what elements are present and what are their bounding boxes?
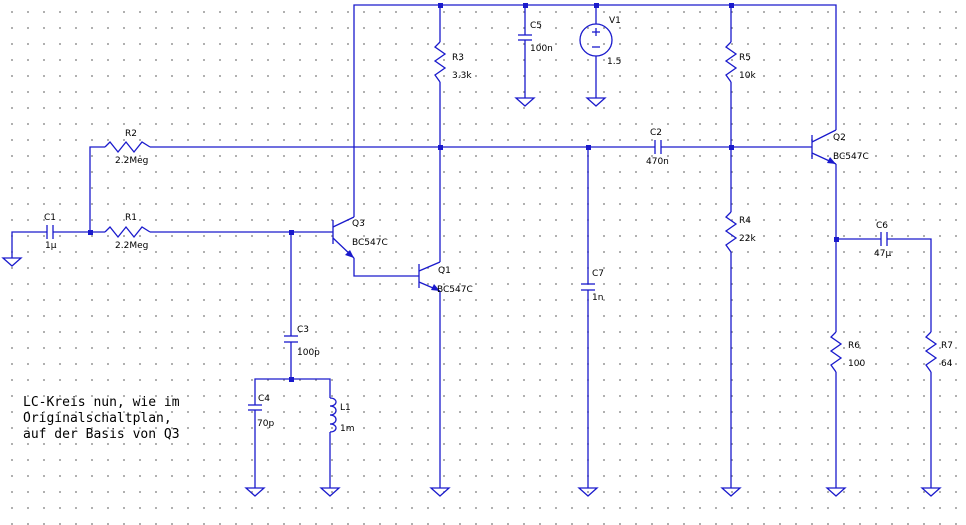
ground-v1	[585, 97, 607, 107]
ground-c4	[244, 487, 266, 497]
r2-name: R2	[125, 129, 137, 139]
c7-name: C7	[592, 269, 604, 279]
r4-value: 22k	[739, 234, 756, 244]
wires	[11, 4, 932, 488]
capacitor-c3[interactable]: C3 100p	[284, 325, 320, 358]
q3-value: BC547C	[352, 238, 388, 248]
r3-value: 3.3k	[452, 71, 472, 81]
q1-value: BC547C	[437, 285, 473, 295]
c3-name: C3	[297, 325, 309, 335]
r4-name: R4	[739, 216, 751, 226]
c5-name: C5	[530, 21, 542, 31]
r1-name: R1	[125, 213, 137, 223]
note-line-1: LC-Kreis nun, wie im	[23, 395, 180, 410]
r3-name: R3	[452, 53, 464, 63]
c6-name: C6	[876, 221, 888, 231]
ground-symbols	[1, 97, 942, 497]
transistor-q1[interactable]: Q1 BC547C	[418, 261, 473, 295]
note-line-3: auf der Basis von Q3	[23, 427, 180, 442]
resistor-r7[interactable]: R7 64	[924, 331, 953, 373]
resistor-r6[interactable]: R6 100	[829, 331, 865, 373]
capacitor-c5[interactable]: C5 100n	[518, 21, 553, 54]
transistor-q2[interactable]: Q2 BC547C	[811, 129, 869, 165]
r7-name: R7	[941, 341, 953, 351]
capacitor-c7[interactable]: C7 1n	[581, 269, 604, 303]
junction-dots	[88, 3, 839, 382]
resistor-r1[interactable]: R1 2.2Meg	[104, 213, 151, 251]
ground-c5	[514, 97, 536, 107]
resistor-r5[interactable]: R5 10k	[724, 41, 756, 83]
c3-value: 100p	[297, 348, 320, 358]
l1-name: L1	[340, 403, 351, 413]
transistor-q3[interactable]: Q3 BC547C	[332, 216, 388, 259]
c2-name: C2	[650, 128, 662, 138]
resistor-r4[interactable]: R4 22k	[724, 211, 756, 253]
c1-name: C1	[44, 213, 56, 223]
c7-value: 1n	[592, 293, 603, 303]
r5-name: R5	[739, 53, 751, 63]
capacitor-c1[interactable]: C1 1µ	[44, 213, 57, 251]
ground-c7	[577, 487, 599, 497]
r1-value: 2.2Meg	[115, 241, 148, 251]
note-line-2: Originalschaltplan,	[23, 411, 172, 426]
l1-value: 1m	[340, 424, 355, 434]
voltage-source-v1[interactable]: V1 1.5	[579, 16, 621, 67]
ground-r7	[920, 487, 942, 497]
resistor-r3[interactable]: R3 3.3k	[433, 41, 472, 83]
ground-r4	[720, 487, 742, 497]
capacitor-c4[interactable]: C4 70p	[248, 394, 274, 429]
r5-value: 10k	[739, 71, 756, 81]
c6-value: 47µ	[874, 249, 891, 259]
r6-name: R6	[848, 341, 860, 351]
v1-value: 1.5	[607, 57, 621, 67]
inductor-l1[interactable]: L1 1m	[329, 397, 355, 434]
r6-value: 100	[848, 359, 865, 369]
q2-value: BC547C	[833, 152, 869, 162]
c2-value: 470n	[646, 157, 669, 167]
ground-q1	[429, 487, 451, 497]
q1-name: Q1	[438, 266, 451, 276]
q2-name: Q2	[833, 133, 846, 143]
v1-name: V1	[609, 16, 621, 26]
resistor-r2[interactable]: R2 2.2Meg	[104, 129, 151, 166]
r7-value: 64	[941, 359, 953, 369]
ground-l1	[319, 487, 341, 497]
r2-value: 2.2Meg	[115, 156, 148, 166]
ground-input	[1, 257, 23, 267]
comment-note[interactable]: LC-Kreis nun, wie im Originalschaltplan,…	[23, 395, 180, 442]
c4-name: C4	[258, 394, 270, 404]
capacitor-c6[interactable]: C6 47µ	[874, 221, 891, 259]
ground-r6	[825, 487, 847, 497]
c1-value: 1µ	[45, 241, 57, 251]
c4-value: 70p	[257, 419, 274, 429]
q3-name: Q3	[352, 219, 365, 229]
capacitor-c2[interactable]: C2 470n	[646, 128, 669, 167]
c5-value: 100n	[530, 44, 553, 54]
